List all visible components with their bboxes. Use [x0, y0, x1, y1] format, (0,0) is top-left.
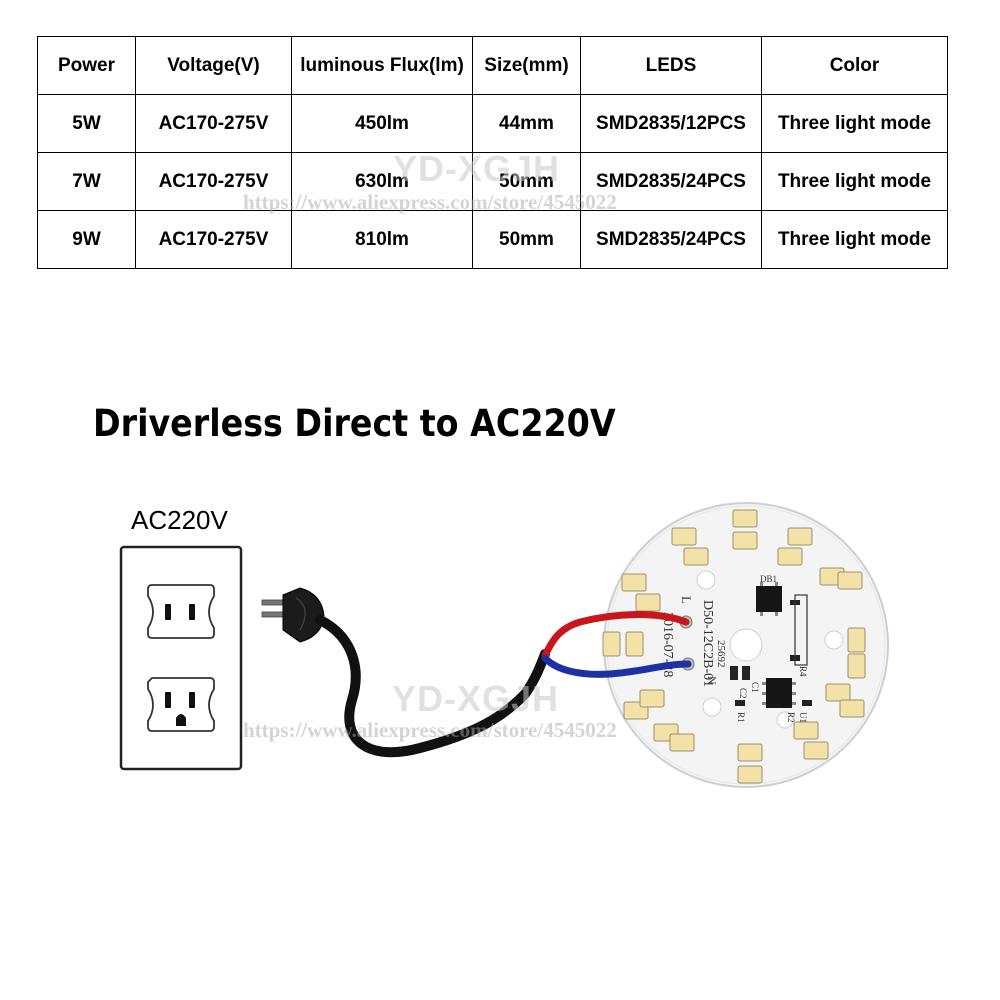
cell-voltage: AC170-275V [135, 94, 292, 153]
table-row: 9W AC170-275V 810lm 50mm SMD2835/24PCS T… [37, 210, 948, 269]
cell-voltage: AC170-275V [135, 152, 292, 211]
pcb-part-r1: R1 [736, 712, 746, 723]
pcb-part-u1: U1 [798, 712, 808, 723]
power-plug-icon [261, 587, 325, 643]
cell-size: 50mm [472, 210, 581, 269]
cell-leds: SMD2835/12PCS [580, 94, 762, 153]
table-row: 7W AC170-275V 630lm 50mm SMD2835/24PCS T… [37, 152, 948, 211]
pcb-code-text: 25692 [715, 640, 727, 668]
page-title: Driverless Direct to AC220V [93, 402, 616, 445]
wire-neutral [541, 654, 692, 678]
cell-voltage: AC170-275V [135, 210, 292, 269]
spec-table: Power Voltage(V) luminous Flux(lm) Size(… [37, 36, 948, 269]
cell-luminous-flux: 450lm [291, 94, 473, 153]
header-voltage: Voltage(V) [135, 36, 292, 95]
pcb-part-r4: R4 [798, 666, 808, 677]
led-pcb-board: D50-12C2B-01 2016-07-28 25692 L N DB1 R4… [602, 502, 889, 788]
wall-outlet-icon [119, 545, 243, 771]
cell-luminous-flux: 630lm [291, 152, 473, 211]
driver-ic-chip [766, 678, 792, 708]
cell-power: 7W [37, 152, 136, 211]
pcb-part-db1: DB1 [760, 574, 777, 584]
pcb-date-text: 2016-07-28 [660, 612, 675, 677]
cell-power: 9W [37, 210, 136, 269]
pcb-part-c2: C2 [738, 688, 748, 699]
header-power: Power [37, 36, 136, 95]
cell-size: 50mm [472, 152, 581, 211]
wire-live [541, 611, 690, 660]
table-row: 5W AC170-275V 450lm 44mm SMD2835/12PCS T… [37, 94, 948, 153]
cell-size: 44mm [472, 94, 581, 153]
cell-power: 5W [37, 94, 136, 153]
header-color: Color [761, 36, 948, 95]
power-cord [315, 615, 550, 758]
header-size: Size(mm) [472, 36, 581, 95]
cell-leds: SMD2835/24PCS [580, 152, 762, 211]
outlet-voltage-label: AC220V [131, 505, 228, 535]
pcb-model-text: D50-12C2B-01 [700, 600, 715, 687]
cell-color: Three light mode [761, 210, 948, 269]
pcb-terminal-live: L [679, 596, 694, 604]
table-header-row: Power Voltage(V) luminous Flux(lm) Size(… [37, 36, 948, 95]
pcb-terminal-neutral: N [705, 676, 719, 685]
cell-color: Three light mode [761, 94, 948, 153]
bridge-rectifier-chip [756, 586, 782, 612]
cell-luminous-flux: 810lm [291, 210, 473, 269]
pcb-part-r2: R2 [786, 712, 796, 723]
pcb-part-c1: C1 [750, 682, 760, 693]
